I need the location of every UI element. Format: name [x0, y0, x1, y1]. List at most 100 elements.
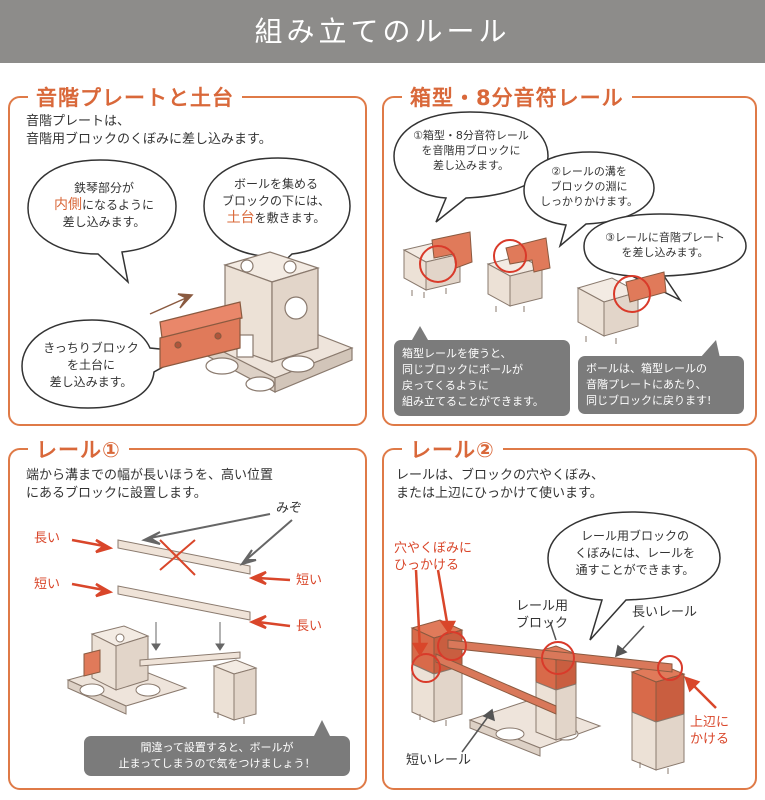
- label-hook-hole: 穴やくぼみに ひっかける: [394, 540, 472, 574]
- bubble-right-line-2: ブロックの下には、: [221, 194, 330, 208]
- step-block-3: [576, 271, 667, 344]
- rail1-scene: [66, 625, 258, 724]
- page-title: 組み立てのルール: [254, 15, 511, 48]
- note-box-right: ボールは、箱型レールの 音階プレートにあたり、 同じブロックに戻ります!: [578, 356, 744, 414]
- bubble-left-line-1: 鉄琴部分が: [73, 181, 134, 195]
- intro-line-2: 音階用ブロックのくぼみに差し込みます。: [26, 132, 272, 147]
- bubble-right-line-3-rest: を敷きます。: [254, 211, 326, 225]
- rail2-intro-line-2: または上辺にひっかけて使います。: [396, 486, 603, 501]
- step-block-1: [402, 231, 473, 298]
- note-p3-line-2: 止まってしまうので気をつけましょう！: [118, 757, 316, 770]
- note-box-left: 箱型レールを使うと、 同じブロックにボールが 戻ってくるように 組み立てることが…: [394, 340, 570, 416]
- note-right-line-2: 音階プレートにあたり、: [586, 378, 707, 391]
- scale-plate: [159, 301, 243, 369]
- bubble-p4-line-1: レール用ブロックの: [580, 529, 689, 543]
- gray-arrows-p4: [461, 621, 645, 753]
- label-short-2: 短い: [296, 573, 323, 588]
- note-left-line-3: 戻ってくるように: [402, 379, 489, 392]
- red-arrows-p4: [411, 569, 717, 709]
- bubble-shape-left: [27, 159, 177, 285]
- bubble-3-line-2: を差し込みます。: [621, 246, 709, 259]
- note-left-line-4: 組み立てることができます。: [402, 395, 544, 408]
- gray-drop-arrows: [151, 622, 225, 651]
- note-left-line-2: 同じブロックにボールが: [402, 363, 523, 376]
- rail-top: [117, 539, 251, 575]
- bubble-shape-2: [523, 151, 655, 249]
- highlight-base: 土台: [226, 210, 255, 226]
- label-short-rail: 短いレール: [406, 753, 472, 768]
- bubble-1-text: ①箱型・8分音符レール を音階用ブロックに 差し込みます。: [398, 128, 544, 173]
- circle-mark-1: [419, 245, 457, 283]
- label-long-1: 長い: [34, 531, 61, 546]
- bubble-3-line-1: ③レールに音階プレート: [605, 231, 725, 244]
- bubble-p4-text: レール用ブロックの くぼみには、レールを 通すことができます。: [562, 528, 708, 579]
- gray-arrows-p3: [141, 513, 293, 566]
- note-p3-line-1: 間違って設置すると、ボールが: [140, 741, 294, 754]
- red-arrows-p3: [71, 538, 291, 630]
- label-rail-block: レール用 ブロック: [516, 598, 568, 632]
- intro-line-1: 音階プレートは、: [26, 114, 131, 129]
- note-pointer-left: [412, 326, 428, 340]
- panel-title: 音階プレートと土台: [28, 82, 242, 112]
- label-top-edge-line-1: 上辺に: [690, 715, 730, 730]
- long-rail: [447, 639, 673, 673]
- bubble-left-line-2-rest: になるように: [81, 198, 154, 212]
- bubble-2-line-3: しっかりかけます。: [540, 195, 638, 208]
- label-rail-block-line-2: ブロック: [516, 616, 569, 631]
- bubble-1-line-3: 差し込みます。: [433, 159, 509, 172]
- panel-rail-1: レール①: [8, 434, 367, 790]
- bubble-bottom-line-2: を土台に: [66, 358, 115, 372]
- panel-title: レール②: [402, 434, 503, 464]
- circle-marks-p4: [411, 631, 683, 683]
- panel-title: レール①: [28, 434, 129, 464]
- bubble-p4-line-2: くぼみには、レールを: [574, 546, 695, 560]
- rail-bottom: [117, 585, 251, 621]
- note-left-line-1: 箱型レールを使うと、: [402, 347, 512, 360]
- bubble-shape-bottom: [21, 319, 193, 409]
- label-top-edge: 上辺に かける: [690, 714, 729, 748]
- rail1-intro-line-2: にあるブロックに設置します。: [26, 486, 207, 501]
- note-pointer-right: [700, 340, 720, 358]
- bubble-bottom-line-3: 差し込みます。: [49, 375, 133, 389]
- circle-mark-2: [493, 239, 527, 273]
- rail2-intro-line-1: レールは、ブロックの穴やくぼみ、: [396, 468, 605, 483]
- note-box-p3: 間違って設置すると、ボールが 止まってしまうので気をつけましょう！: [84, 736, 350, 776]
- bubble-right-line-1: ボールを集める: [233, 177, 318, 191]
- label-hook-hole-line-1: 穴やくぼみに: [394, 541, 473, 556]
- bubble-right-line-3: 土台を敷きます。: [206, 210, 346, 227]
- bubble-p4-line-3: 通すことができます。: [575, 563, 695, 577]
- bubble-3-text: ③レールに音階プレート を差し込みます。: [588, 230, 742, 260]
- bubble-shape-p4: [547, 511, 721, 641]
- note-right-line-1: ボールは、箱型レールの: [586, 362, 707, 375]
- bubble-2-line-1: ②レールの溝を: [551, 165, 627, 178]
- label-long-2: 長い: [296, 619, 323, 634]
- bubble-shape-1: [393, 111, 549, 223]
- panel-title: 箱型・8分音符レール: [402, 82, 632, 112]
- bubble-left-line-3: 差し込みます。: [62, 215, 146, 229]
- bubble-1-line-1: ①箱型・8分音符レール: [413, 129, 529, 142]
- label-groove: みぞ: [276, 501, 303, 516]
- label-top-edge-line-2: かける: [690, 732, 730, 747]
- bubble-left-text: 鉄琴部分が 内側になるように 差し込みます。: [36, 180, 172, 231]
- highlight-inner: 内側: [53, 197, 82, 213]
- label-long-rail: 長いレール: [632, 605, 698, 620]
- step-block-2: [486, 237, 551, 312]
- bubble-2-line-2: ブロックの淵に: [550, 180, 628, 193]
- bubble-1-line-2: を音階用ブロックに: [421, 144, 521, 157]
- bubble-bottom-line-1: きっちりブロック: [43, 341, 139, 355]
- label-short-1: 短い: [34, 577, 61, 592]
- bubble-left-line-2: 内側になるように: [36, 197, 172, 214]
- label-rail-block-line-1: レール用: [516, 599, 569, 614]
- circle-mark-3: [613, 275, 651, 313]
- bubble-right-text: ボールを集める ブロックの下には、 土台を敷きます。: [206, 176, 346, 227]
- bubble-bottom-text: きっちりブロック を土台に 差し込みます。: [30, 340, 152, 391]
- label-hook-hole-line-2: ひっかける: [394, 558, 460, 573]
- note-right-line-3: 同じブロックに戻ります!: [586, 394, 712, 407]
- note-pointer-p3: [314, 720, 330, 736]
- header-bar: 組み立てのルール: [0, 0, 765, 63]
- rail1-intro-line-1: 端から溝までの幅が長いほうを、高い位置: [26, 468, 274, 483]
- arrow-into-block: [149, 293, 194, 315]
- bubble-2-text: ②レールの溝を ブロックの淵に しっかりかけます。: [528, 164, 650, 209]
- wrong-cross: [159, 539, 196, 576]
